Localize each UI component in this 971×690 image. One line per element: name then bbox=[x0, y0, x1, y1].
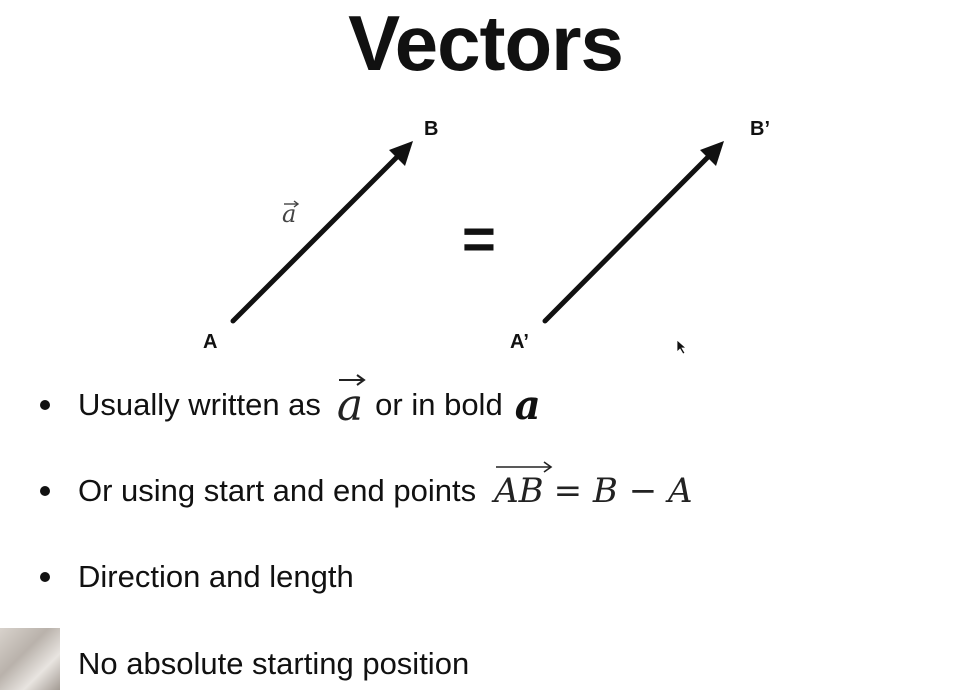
bullet-text: Usually written as bbox=[78, 387, 321, 422]
bullet-item: No absolute starting position bbox=[40, 639, 469, 689]
bullet-item: Usually written as a or in bold a bbox=[40, 373, 541, 431]
bullet-item: Direction and length bbox=[40, 552, 354, 602]
bullet-dot bbox=[40, 572, 50, 582]
point-a-label: A bbox=[203, 331, 218, 353]
slide-title: Vectors bbox=[348, 0, 624, 87]
vector-a-prime-arrow bbox=[542, 141, 724, 324]
vector-a-name: a bbox=[282, 200, 297, 228]
webcam-thumbnail bbox=[0, 628, 60, 690]
bullet-text: No absolute starting position bbox=[78, 646, 470, 681]
equals-sign: = bbox=[462, 207, 496, 272]
bullet-text: Or using start and end points bbox=[78, 473, 477, 508]
vector-equation: = B − A bbox=[553, 471, 693, 511]
point-a-prime-label: A’ bbox=[510, 331, 529, 353]
bullet-dot bbox=[40, 400, 50, 410]
point-b-label: B bbox=[424, 118, 439, 140]
vector-arrow-accent bbox=[283, 197, 301, 213]
vector-notation-a: a bbox=[337, 373, 366, 431]
bullet-dot bbox=[40, 486, 50, 496]
bold-a-notation: a bbox=[514, 381, 541, 429]
vector-a-arrow bbox=[230, 141, 413, 324]
bullet-text: Direction and length bbox=[78, 559, 354, 594]
bullet-text-mid: or in bold bbox=[375, 387, 503, 422]
point-b-prime-label: B’ bbox=[750, 118, 770, 140]
bullet-item: Or using start and end points AB = B − A bbox=[40, 461, 693, 516]
mouse-cursor-icon bbox=[676, 339, 688, 355]
vector-notation-ab: AB bbox=[494, 461, 553, 511]
